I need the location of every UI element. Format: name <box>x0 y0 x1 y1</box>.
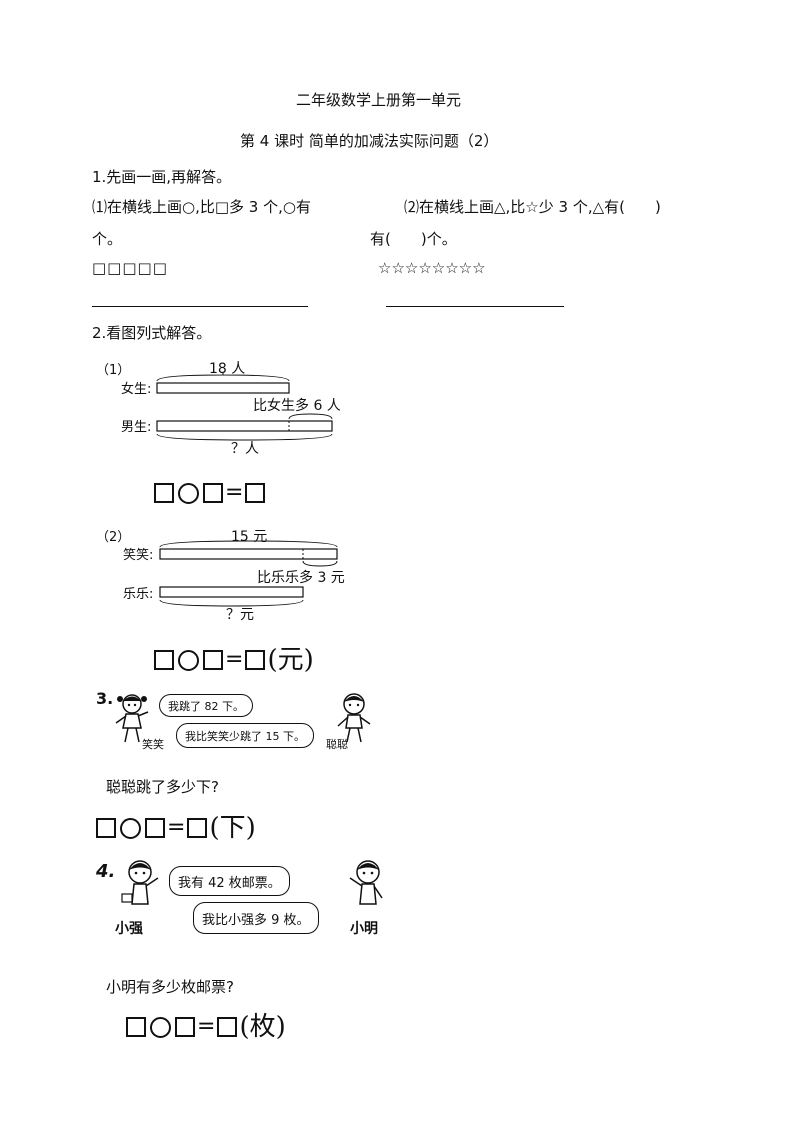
unit-label: (枚) <box>239 1012 286 1042</box>
q3-name-left: 笑笑 <box>142 738 164 751</box>
q1-squares: □□□□□ <box>92 259 168 277</box>
answer-box[interactable] <box>145 818 165 838</box>
answer-box[interactable] <box>203 650 223 670</box>
q1-answer-line-2[interactable] <box>386 306 564 307</box>
answer-box[interactable] <box>245 650 266 670</box>
q1-part2-text: ⑵在横线上画△,比☆少 3 个,△有( ) <box>404 198 661 216</box>
q4-question: 小明有多少枚邮票? <box>106 978 234 996</box>
bubble-text: 我跳了 82 下。 <box>168 699 244 713</box>
page-title: 二年级数学上册第一单元 <box>296 91 462 109</box>
equals-sign: = <box>197 1014 216 1039</box>
q1-part1-text-2: 个。 <box>92 230 123 248</box>
diagram-1-top-label: 18 人 <box>209 361 246 377</box>
diagram-2-b-bar <box>159 586 304 598</box>
q4-name-right: 小明 <box>350 921 378 937</box>
answer-box[interactable] <box>187 818 208 838</box>
diagram-1-bottom-brace <box>156 433 333 441</box>
equals-sign: = <box>225 647 244 672</box>
diagram-2-a-bar <box>159 548 338 560</box>
bubble-text: 我比笑笑少跳了 15 下。 <box>185 729 305 743</box>
equals-sign: = <box>225 480 244 505</box>
lesson-subtitle: 第 4 课时 简单的加减法实际问题（2） <box>240 132 499 150</box>
bubble-text: 我比小强多 9 枚。 <box>202 912 310 928</box>
diagram-1-bottom-label: ？人 <box>231 441 259 457</box>
diagram-2-top-brace <box>159 540 338 548</box>
unit-label: (下) <box>209 813 256 843</box>
equation-2: = (元) <box>154 647 314 673</box>
operator-circle[interactable] <box>178 649 199 671</box>
answer-box[interactable] <box>245 483 266 503</box>
equation-3: = (下) <box>96 815 256 841</box>
diagram-2-bottom-label: ？元 <box>226 607 254 623</box>
operator-circle[interactable] <box>150 1016 171 1038</box>
diagram-1-boys-label: 男生: <box>121 420 152 435</box>
diagram-1-girls-bar <box>156 382 290 394</box>
diagram-2-number: （2） <box>96 530 131 545</box>
unit-label: (元) <box>267 645 314 675</box>
diagram-1-boys-bar <box>156 420 333 432</box>
boy-figure-icon <box>337 693 371 743</box>
q4-name-left: 小强 <box>115 921 143 937</box>
operator-circle[interactable] <box>178 482 199 504</box>
equation-1: = <box>154 480 266 505</box>
operator-circle[interactable] <box>120 817 141 839</box>
diagram-1-diff-label: 比女生多 6 人 <box>253 398 341 414</box>
answer-box[interactable] <box>154 650 174 670</box>
diagram-1-top-brace <box>156 372 290 382</box>
bubble-text: 我有 42 枚邮票。 <box>178 875 281 891</box>
boy-xiaoqiang-icon <box>121 860 159 905</box>
diagram-1-number: （1） <box>96 363 131 378</box>
diagram-1-girls-label: 女生: <box>121 382 152 397</box>
answer-box[interactable] <box>126 1017 146 1037</box>
q3-number: 3. <box>96 689 114 708</box>
q1-heading: 1.先画一画,再解答。 <box>92 168 232 186</box>
boy-xiaoming-icon <box>349 860 383 905</box>
q1-answer-line-1[interactable] <box>92 306 308 307</box>
answer-box[interactable] <box>175 1017 195 1037</box>
equals-sign: = <box>167 815 186 840</box>
q2-heading: 2.看图列式解答。 <box>92 324 212 342</box>
q3-question: 聪聪跳了多少下? <box>106 778 219 796</box>
equation-4: = (枚) <box>126 1014 286 1040</box>
speech-bubble-2: 我比笑笑少跳了 15 下。 <box>176 723 314 748</box>
diagram-2-diff-label: 比乐乐多 3 元 <box>257 570 345 586</box>
answer-box[interactable] <box>154 483 174 503</box>
q1-part1-text: ⑴在横线上画○,比□多 3 个,○有 <box>92 198 311 216</box>
diagram-2-diff-brace <box>302 560 338 567</box>
speech-bubble-4: 我比小强多 9 枚。 <box>193 902 319 934</box>
speech-bubble-1: 我跳了 82 下。 <box>159 694 253 717</box>
diagram-1-diff-brace <box>288 413 333 420</box>
q4-number: 4. <box>96 861 116 882</box>
q1-stars: ☆☆☆☆☆☆☆☆ <box>378 259 486 277</box>
q1-part2-text-2: 有( )个。 <box>370 230 457 248</box>
diagram-2-a-label: 笑笑: <box>123 548 154 563</box>
diagram-2-b-label: 乐乐: <box>123 587 154 602</box>
diagram-2-bottom-brace <box>159 599 304 607</box>
answer-box[interactable] <box>96 818 116 838</box>
q3-name-right: 聪聪 <box>326 738 348 751</box>
answer-box[interactable] <box>203 483 223 503</box>
answer-box[interactable] <box>217 1017 238 1037</box>
girl-figure-icon <box>115 694 149 743</box>
speech-bubble-3: 我有 42 枚邮票。 <box>169 866 290 896</box>
